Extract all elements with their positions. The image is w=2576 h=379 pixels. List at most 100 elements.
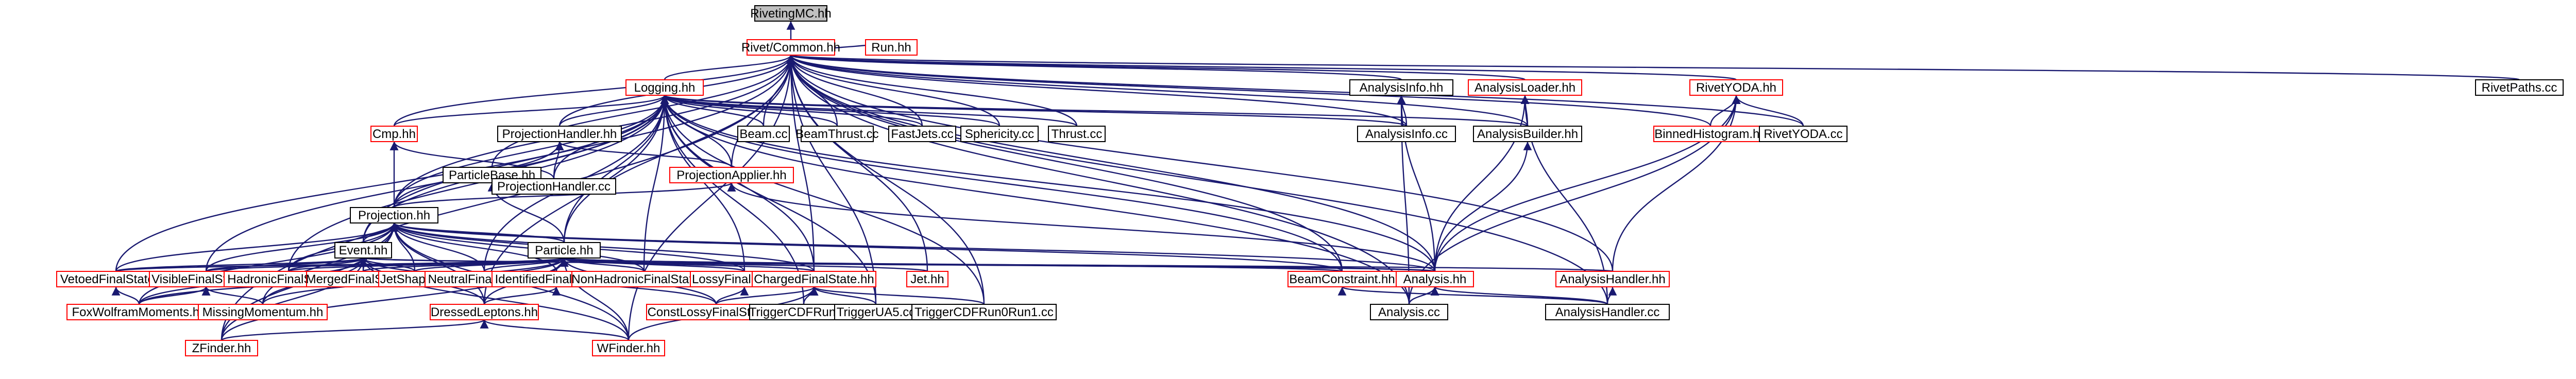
edge-rivet-yoda-to-analysis-handler xyxy=(1612,95,1741,272)
node-wfinder[interactable]: WFinder.hh xyxy=(592,340,665,356)
edge-beam-constraint-to-analysis-handler-cc xyxy=(1338,286,1608,305)
node-binned-histogram[interactable]: BinnedHistogram.hh xyxy=(1653,126,1768,142)
node-box xyxy=(752,271,876,287)
edge-analysis-handler-to-analysis-handler-cc xyxy=(1606,286,1617,305)
edge-dressed-leptons-to-wfinder xyxy=(480,319,630,341)
node-analysis[interactable]: Analysis.hh xyxy=(1396,271,1474,287)
node-label: Particle.hh xyxy=(535,244,593,257)
node-label: ChargedFinalState.hh xyxy=(754,272,874,286)
edge-rivet-common-to-trigger-ua5 xyxy=(786,55,877,305)
node-label: Analysis.cc xyxy=(1378,305,1440,319)
node-trigger-ua5: TriggerUA5.cc xyxy=(834,304,918,320)
node-box xyxy=(801,126,874,142)
node-box xyxy=(747,39,835,56)
node-label: ProjectionHandler.cc xyxy=(497,180,611,194)
edge-projection-to-charged-final-state xyxy=(389,222,815,272)
node-box xyxy=(185,340,258,356)
edge-logging-to-analysis xyxy=(660,95,1436,272)
node-charged-final-state[interactable]: ChargedFinalState.hh xyxy=(752,271,876,287)
node-box xyxy=(1370,304,1448,320)
edge-rivet-common-to-cmp xyxy=(393,55,795,127)
node-rivet-common[interactable]: Rivet/Common.hh xyxy=(741,39,840,56)
node-label: Run.hh xyxy=(871,41,911,55)
edge-analysis-loader-to-analysis xyxy=(1434,95,1530,272)
node-label: RivetYODA.cc xyxy=(1764,127,1842,141)
node-box xyxy=(1396,271,1474,287)
edge-particle-to-jet xyxy=(560,257,928,272)
edge-projection-to-visible-final-state xyxy=(205,222,399,272)
edge-projection-to-vetoed-final-state xyxy=(115,222,399,272)
edge-analysis-to-analysis-cc xyxy=(1408,286,1439,305)
edge-rivet-common-to-rivet-paths xyxy=(788,54,2520,81)
node-jet[interactable]: Jet.hh xyxy=(906,271,948,287)
edge-analysis-builder-to-analysis xyxy=(1434,141,1532,272)
edge-logging-to-projection xyxy=(393,95,669,208)
node-particle: Particle.hh xyxy=(528,242,601,259)
edge-rivet-common-to-analysis-info-cc xyxy=(786,55,1408,127)
node-box xyxy=(350,207,438,223)
node-box xyxy=(906,271,948,287)
node-fox-wolfram-moments[interactable]: FoxWolframMoments.hh xyxy=(66,304,212,320)
node-label: Event.hh xyxy=(339,244,388,257)
edge-rivet-common-to-analysis-cc xyxy=(786,55,1410,305)
node-box xyxy=(1689,79,1783,96)
node-box xyxy=(1759,126,1848,142)
node-projection-applier[interactable]: ProjectionApplier.hh xyxy=(669,167,794,183)
edge-logging-to-cmp xyxy=(393,95,669,127)
node-box xyxy=(754,5,827,22)
node-rivet-info: RivetingMC.hh xyxy=(750,5,832,22)
node-zfinder[interactable]: ZFinder.hh xyxy=(185,340,258,356)
edge-projection-handler-to-projection-applier xyxy=(555,141,733,168)
edge-rivet-common-to-sphericity xyxy=(786,55,1001,127)
node-box xyxy=(834,304,918,320)
node-cmp[interactable]: Cmp.hh xyxy=(370,126,418,142)
edge-projection-to-missing-momentum xyxy=(262,222,399,305)
node-label: FoxWolframMoments.hh xyxy=(72,305,207,319)
node-label: Rivet/Common.hh xyxy=(741,41,840,55)
node-analysis-handler[interactable]: AnalysisHandler.hh xyxy=(1555,271,1670,287)
edge-analysis-to-analysis-handler-cc xyxy=(1430,286,1608,305)
node-label: WFinder.hh xyxy=(597,341,660,355)
node-analysis-info: AnalysisInfo.hh xyxy=(1349,79,1453,96)
edge-particle-to-analysis xyxy=(561,257,1436,272)
node-analysis-loader[interactable]: AnalysisLoader.hh xyxy=(1468,79,1582,96)
node-box xyxy=(669,167,794,183)
node-dressed-leptons[interactable]: DressedLeptons.hh xyxy=(430,304,539,320)
edge-cmp-to-projection-handler-cc xyxy=(389,141,555,179)
node-box xyxy=(1555,271,1670,287)
node-projection-handler-cc: ProjectionHandler.cc xyxy=(492,178,616,195)
edge-logging-to-analysis-cc xyxy=(660,95,1410,305)
node-label: ProjectionApplier.hh xyxy=(676,168,786,182)
node-box xyxy=(1545,304,1670,320)
edge-identified-final-state-to-dressed-leptons xyxy=(483,286,561,305)
edge-particle-to-jet-shape xyxy=(414,257,569,272)
node-label: Logging.hh xyxy=(634,81,696,95)
node-label: AnalysisInfo.hh xyxy=(1360,81,1444,95)
node-rivet-yodacc: RivetYODA.cc xyxy=(1759,126,1848,142)
node-run[interactable]: Run.hh xyxy=(865,39,918,56)
node-analysis-info-cc: AnalysisInfo.cc xyxy=(1357,126,1456,142)
node-trigger-cdfrun1: TriggerCDFRun0Run1.cc xyxy=(911,304,1057,320)
node-projection: Projection.hh xyxy=(350,207,438,223)
edge-event-to-visible-final-state xyxy=(205,257,368,272)
node-missing-momentum[interactable]: MissingMomentum.hh xyxy=(198,304,328,320)
node-fast-jets: FastJets.cc xyxy=(888,126,956,142)
node-label: TriggerCDFRun0Run1.cc xyxy=(914,305,1054,319)
node-rivet-yoda[interactable]: RivetYODA.hh xyxy=(1689,79,1783,96)
node-beam-thrust: BeamThrust.cc xyxy=(795,126,879,142)
node-logging[interactable]: Logging.hh xyxy=(625,79,704,96)
edge-charged-final-state-to-trigger-cdfrun1 xyxy=(809,286,985,305)
edge-logging-to-particle xyxy=(563,95,669,243)
node-label: Projection.hh xyxy=(358,209,430,222)
node-box xyxy=(66,304,212,320)
node-box xyxy=(865,39,918,56)
edge-rivet-common-to-thrust xyxy=(786,55,1078,127)
node-box xyxy=(334,242,392,259)
node-box xyxy=(1349,79,1453,96)
edge-rivet-common-to-trigger-cdfrun1 xyxy=(786,55,985,305)
edge-rivet-common-to-analysis xyxy=(786,55,1436,272)
edge-rivet-common-to-fast-jets xyxy=(786,55,923,127)
node-beam-constraint[interactable]: BeamConstraint.hh xyxy=(1287,271,1397,287)
